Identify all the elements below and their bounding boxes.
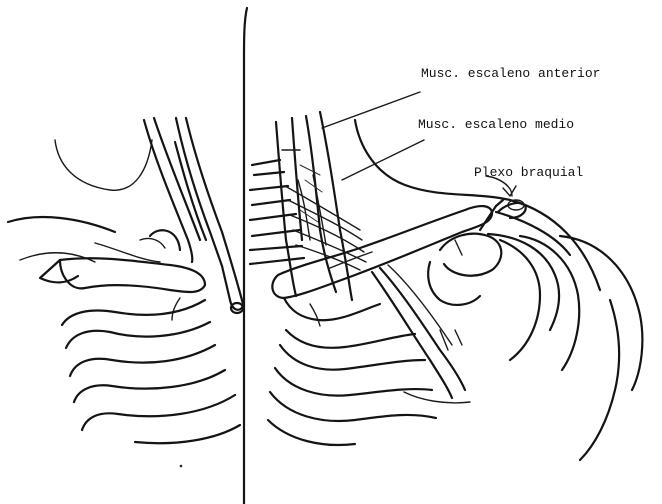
left-neck-illustration — [8, 118, 244, 443]
label-plexo-group: Plexo braquial — [474, 165, 583, 196]
label-musc-escaleno-medio: Musc. escaleno medio — [418, 117, 574, 132]
stray-dot — [180, 465, 183, 468]
leader-line-medio — [342, 140, 424, 180]
label-musc-escaleno-anterior: Musc. escaleno anterior — [421, 66, 600, 81]
label-plexo-braquial: Plexo braquial — [474, 165, 583, 180]
right-neck-illustration — [250, 112, 642, 460]
divider-line — [244, 8, 247, 504]
leader-line-anterior — [322, 92, 420, 128]
